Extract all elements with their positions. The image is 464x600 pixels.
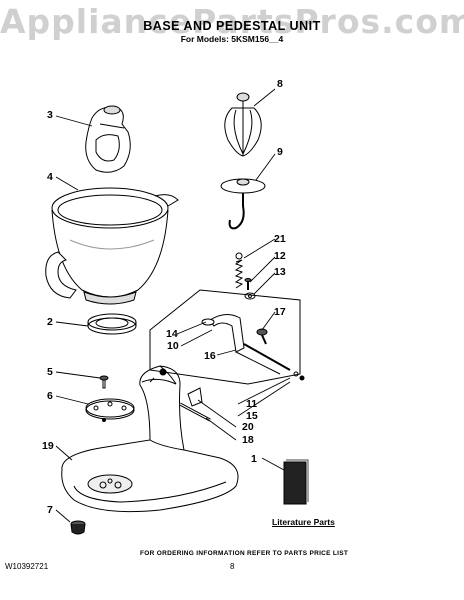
callout-14: 14 [166, 328, 178, 340]
ordering-note: FOR ORDERING INFORMATION REFER TO PARTS … [140, 550, 349, 557]
part-6-plate [85, 398, 135, 422]
part-20-lever [187, 387, 203, 407]
callout-3: 3 [47, 109, 53, 121]
callout-21: 21 [274, 233, 286, 245]
callout-19: 19 [42, 440, 54, 452]
callout-9: 9 [277, 146, 283, 158]
watermark: AppliancePartsPros.com [0, 2, 464, 41]
part-21-spring [234, 252, 244, 289]
part-19-pedestal [61, 365, 239, 513]
callout-2: 2 [47, 316, 53, 328]
part-4-mixing-bowl [45, 187, 179, 305]
callout-12: 12 [274, 250, 286, 262]
callout-18: 18 [242, 434, 254, 446]
part-3-flat-beater [85, 105, 131, 173]
callout-16: 16 [204, 350, 216, 362]
callout-5: 5 [47, 366, 53, 378]
callout-17: 17 [274, 306, 286, 318]
part-18-hinge-pin [179, 402, 211, 422]
part-16-hinge-pin-bracket [201, 314, 291, 375]
callout-8: 8 [277, 78, 283, 90]
part-8-wire-whip [224, 92, 262, 157]
part-1-literature [283, 459, 309, 505]
part-5-screw [99, 375, 109, 389]
callout-15: 15 [246, 410, 258, 422]
part-7-foot [70, 520, 86, 535]
page-number: 8 [230, 562, 235, 571]
hinge-assembly-box [149, 289, 301, 385]
document-number: W10392721 [5, 562, 49, 571]
leader-lines [55, 88, 291, 523]
callout-7: 7 [47, 504, 53, 516]
part-11-15-pin [293, 371, 305, 381]
diagram-subtitle: For Models: 5KSM156__4 [180, 34, 284, 44]
callout-6: 6 [47, 390, 53, 402]
literature-parts-label: Literature Parts [272, 517, 335, 527]
callout-11: 11 [246, 398, 258, 410]
callout-13: 13 [274, 266, 286, 278]
part-2-clamping-plate [87, 313, 137, 335]
part-17-screw [256, 328, 268, 345]
part-9-dough-hook [220, 178, 266, 230]
diagram-title: BASE AND PEDESTAL UNIT [143, 19, 321, 33]
callout-1: 1 [251, 453, 257, 465]
callout-10: 10 [167, 340, 179, 352]
callout-20: 20 [242, 421, 254, 433]
callout-4: 4 [47, 171, 53, 183]
